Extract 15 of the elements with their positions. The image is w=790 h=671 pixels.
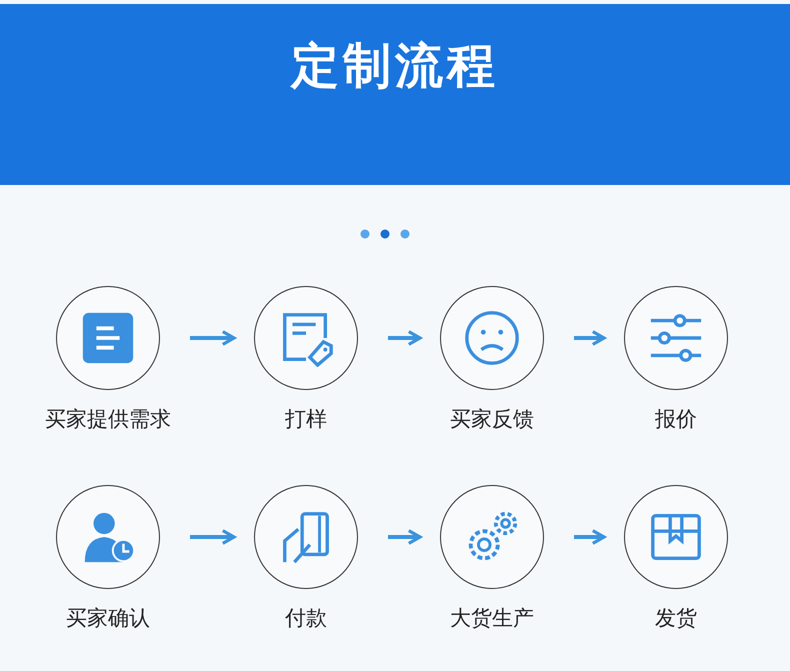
step-label: 付款: [285, 605, 327, 631]
step-label: 买家反馈: [450, 406, 534, 432]
title: 定制流程: [289, 37, 500, 96]
arrow: [388, 330, 422, 346]
step-label: 报价: [655, 406, 697, 432]
arrow: [388, 529, 422, 545]
arrow: [574, 330, 606, 346]
step-label: 大货生产: [450, 605, 534, 631]
arrow: [190, 529, 236, 545]
arrow: [190, 330, 236, 346]
step-label: 买家提供需求: [45, 406, 171, 432]
step-label: 买家确认: [66, 605, 150, 631]
step-label: 发货: [655, 605, 697, 631]
step-label: 打样: [285, 406, 327, 432]
arrow: [574, 529, 606, 545]
